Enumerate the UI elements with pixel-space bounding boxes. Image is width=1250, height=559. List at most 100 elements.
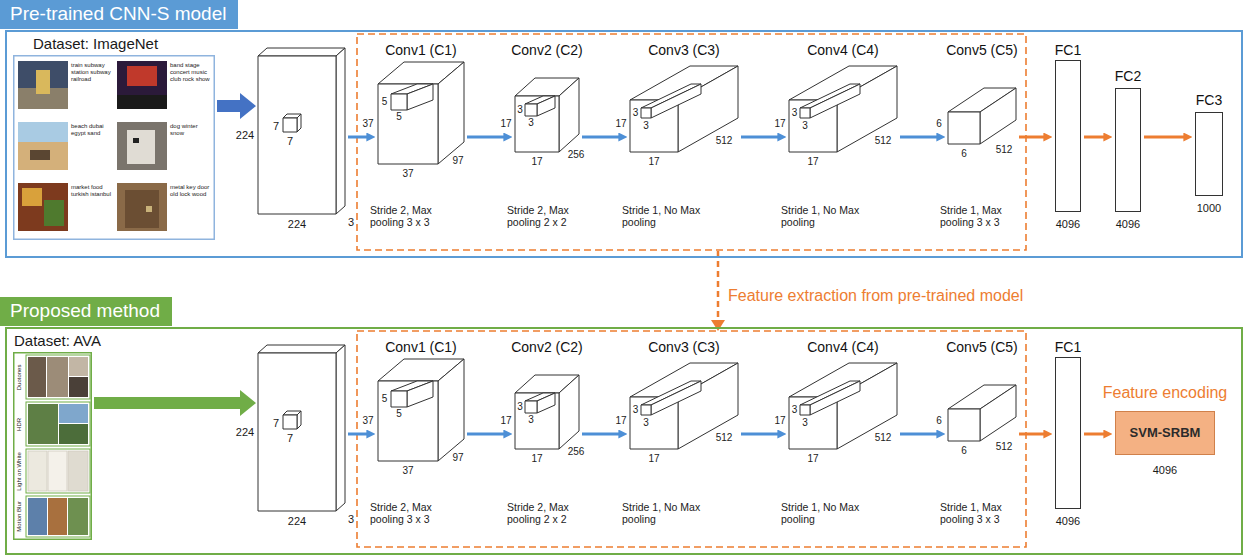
dimension-number: 3 [792,404,798,416]
dimension-number: 512 [996,441,1013,453]
dimension-number: 97 [452,155,463,167]
dimension-number: 17 [531,156,542,168]
extraction-bracket [357,34,1026,250]
block-arrow [217,93,256,119]
cuboid-face [800,405,810,415]
extraction-bracket [357,331,1026,547]
dimension-number: 3 [792,107,798,119]
layer-heading: Conv3 (C3) [648,42,720,58]
dimension-number: 5 [396,111,402,123]
photo-thumbnail [59,404,88,423]
dataset-box: Dataset: AVA [13,352,92,540]
image-tag: beach dubai egypt sand [71,123,113,137]
cuboid [258,345,345,511]
layer-heading: Conv4 (C4) [807,42,879,58]
cuboid-face [407,381,433,407]
cuboid-face [980,385,1016,441]
photo-thumbnail [117,61,167,109]
dimension-number: 3 [348,216,354,229]
cuboid-face [258,56,336,214]
cuboid [525,393,555,413]
conv-layer-block: Conv3 (C3)173317512 [630,66,738,152]
conv-layer-block: Conv3 (C3)173317512 [630,363,738,449]
photo-thumbnail [146,206,152,212]
flow-arrow [467,433,507,436]
cuboid-face [641,405,651,415]
volume-drawing [258,345,345,511]
image-tag: band stage concert music club rock show [170,62,212,84]
photo-thumbnail [44,200,64,226]
photo-thumbnail [47,357,68,397]
photo-thumbnail [18,122,68,142]
dimension-number: 6 [961,445,967,457]
photo-thumbnail [133,138,139,143]
flow-arrow [741,136,781,139]
unit-count: 4096 [1056,218,1080,231]
cuboid [258,48,345,214]
layer-note: Stride 2, Max pooling 3 x 3 [370,501,450,525]
dimension-number: 17 [531,453,542,465]
image-tag: market food turkish istanbul [71,184,113,198]
cuboid [630,66,738,152]
photo-thumbnail [48,498,67,535]
dimension-number: 7 [273,417,279,430]
layer-heading: Conv2 (C2) [511,339,583,355]
layer-note: Stride 2, Max pooling 3 x 3 [370,204,450,228]
unit-count: 4096 [1056,515,1080,528]
cuboid-face [980,88,1016,144]
fc-layer-bar: FC24096 [1115,88,1141,212]
encoder-name: SVM-SRBM [1130,426,1201,441]
volume-drawing [378,62,464,164]
flow-arrow [1019,136,1047,139]
photo-thumbnail [18,61,68,109]
dimension-number: 17 [648,156,659,168]
flow-arrow [467,136,507,139]
dimension-number: 3 [633,404,639,416]
category-row [26,355,90,399]
dimension-number: 3 [517,104,523,116]
photo-thumbnail [28,498,47,535]
cuboid-face [515,96,559,152]
cuboid-face [378,84,438,164]
panel-title: Pre-trained CNN-S model [0,0,238,29]
category-label: Light on White [16,452,23,490]
image-tag: metal key door old lock wood [170,184,212,198]
cuboid [391,84,433,110]
layer-heading: FC1 [1055,339,1081,355]
dimension-number: 6 [961,148,967,160]
cuboid-face [651,381,701,415]
volume-drawing [948,385,1016,441]
flow-arrow [1084,136,1107,139]
cuboid-face [678,66,738,152]
cuboid-face [391,94,407,110]
dimension-number: 224 [236,426,254,439]
photo-thumbnail [30,150,50,160]
dimension-number: 6 [936,118,942,130]
layer-note: Stride 2, Max pooling 2 x 2 [507,501,587,525]
dimension-number: 17 [807,453,818,465]
cuboid-face [651,84,701,118]
category-label: Motion Blur [16,501,23,531]
flow-arrow [1019,433,1047,436]
layer-note: Stride 1, Max pooling 3 x 3 [940,501,1020,525]
cuboid-face [407,84,433,110]
dimension-number: 7 [287,432,293,445]
cuboid-face [800,108,810,118]
dimension-number: 5 [382,393,388,405]
photo-thumbnail [28,404,58,444]
dimension-number: 224 [288,218,306,231]
dataset-heading: Dataset: ImageNet [33,35,158,52]
fc-layer-bar: FC14096 [1055,357,1081,509]
dimension-number: 224 [236,129,254,142]
transfer-arrowhead [711,320,725,331]
dimension-number: 3 [528,414,534,426]
volume-drawing [378,359,464,461]
photo-thumbnail [59,424,88,444]
dimension-number: 3 [517,401,523,413]
flow-arrow [1084,433,1107,436]
cuboid-face [537,393,555,413]
dimension-number: 3 [633,107,639,119]
layer-note: Stride 1, No Max pooling [622,501,702,525]
layer-heading: FC3 [1196,92,1222,108]
cuboid [283,411,301,429]
